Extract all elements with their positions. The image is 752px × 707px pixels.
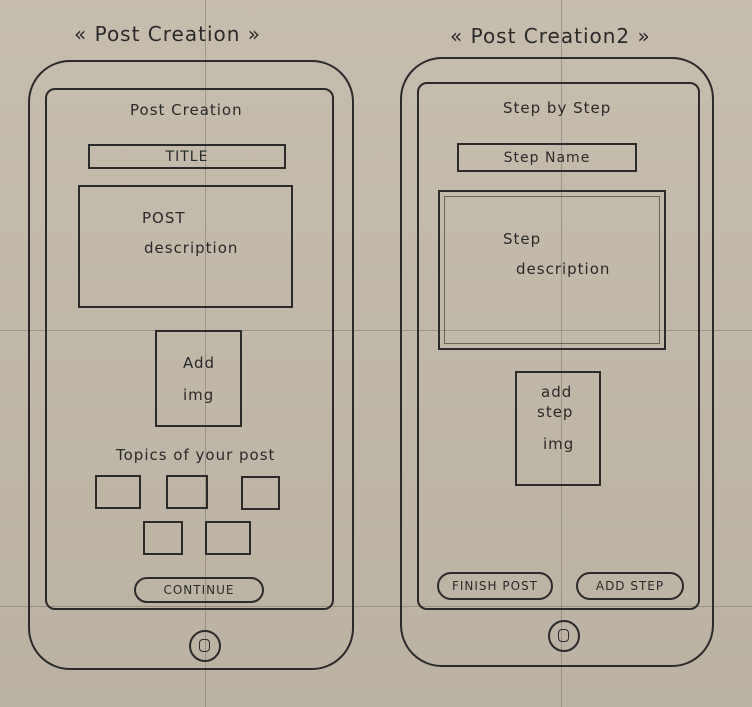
add-image-box[interactable]: Add img: [155, 330, 242, 427]
add-image-line2: img: [183, 386, 215, 404]
left-screen-title: Post Creation: [130, 101, 243, 119]
topic-option[interactable]: [241, 476, 280, 510]
topic-option[interactable]: [166, 475, 208, 509]
post-description-field[interactable]: POST description: [78, 185, 293, 308]
right-home-button[interactable]: [548, 620, 580, 652]
step-description-line1: Step: [503, 230, 542, 248]
vertical-guide-line: [561, 0, 562, 707]
left-phone-screen: [45, 88, 334, 610]
post-description-line2: description: [144, 239, 239, 257]
horizontal-guide-line: [0, 606, 752, 607]
topic-option[interactable]: [95, 475, 141, 509]
topics-label: Topics of your post: [116, 446, 276, 464]
right-phone-screen: [417, 82, 700, 610]
vertical-guide-line: [205, 0, 206, 707]
step-description-field[interactable]: Step description: [438, 190, 666, 350]
step-name-input-label: Step Name: [503, 149, 591, 166]
left-phone-frame: [28, 60, 354, 670]
left-home-button[interactable]: [189, 630, 221, 662]
add-step-image-line1: add: [541, 383, 573, 401]
post-description-line1: POST: [142, 209, 186, 227]
add-step-image-box[interactable]: add step img: [515, 371, 601, 486]
finish-post-button[interactable]: FINISH POST: [437, 572, 553, 600]
right-phone-frame: [400, 57, 714, 667]
step-name-input[interactable]: Step Name: [457, 143, 637, 172]
add-step-image-line3: img: [543, 435, 575, 453]
topic-option[interactable]: [205, 521, 251, 555]
right-caption: « Post Creation2 »: [450, 24, 651, 48]
add-step-image-line2: step: [537, 403, 574, 421]
continue-button[interactable]: CONTINUE: [134, 577, 264, 603]
step-description-line2: description: [516, 260, 611, 278]
topic-option[interactable]: [143, 521, 183, 555]
right-screen-title: Step by Step: [503, 99, 612, 117]
title-input[interactable]: TITLE: [88, 144, 286, 169]
title-input-label: TITLE: [165, 148, 209, 165]
add-image-line1: Add: [183, 354, 216, 372]
add-step-button[interactable]: ADD STEP: [576, 572, 684, 600]
horizontal-guide-line: [0, 330, 752, 331]
left-caption: « Post Creation »: [74, 22, 262, 46]
